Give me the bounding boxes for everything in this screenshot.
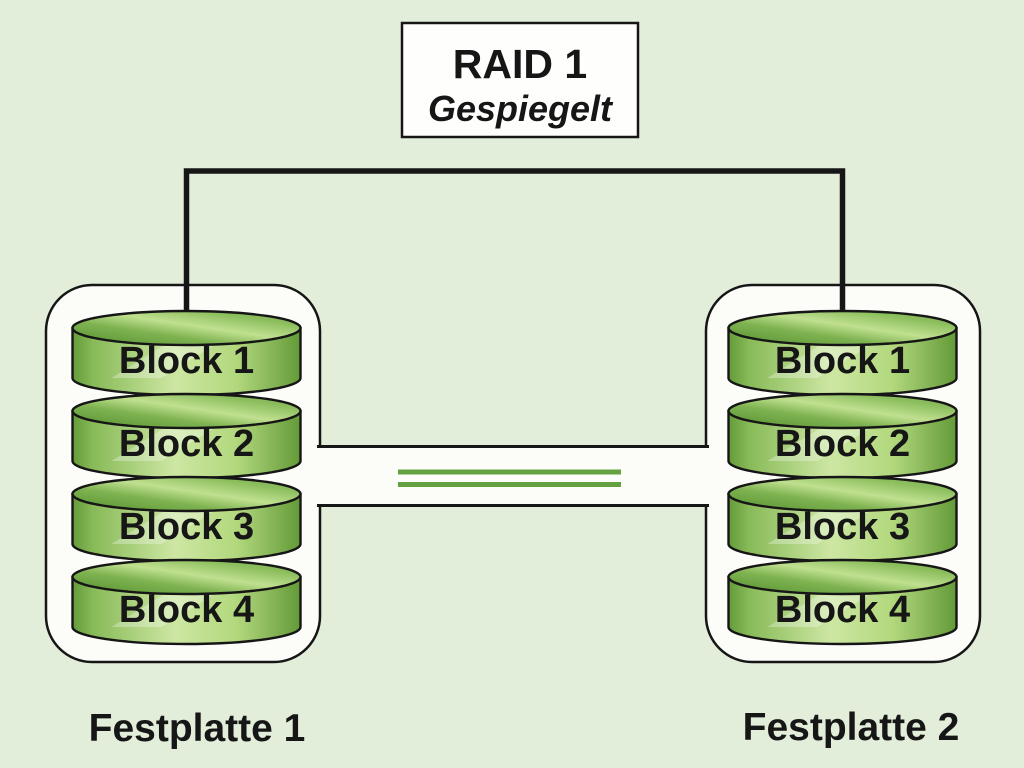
- mirror-connector-line: [183, 168, 846, 335]
- drive2-block2-label: Block 2: [775, 423, 910, 465]
- mirror-equals-icon: [398, 469, 621, 487]
- drive1-block1-label: Block 1: [119, 340, 254, 382]
- drive1-block3-label: Block 3: [119, 506, 254, 548]
- raid-subtitle: Gespiegelt: [428, 88, 614, 129]
- drive1-block4-label: Block 4: [119, 589, 254, 631]
- drive1-label: Festplatte 1: [89, 707, 306, 750]
- drive2-block3-label: Block 3: [775, 506, 910, 548]
- raid-title: RAID 1: [453, 41, 587, 87]
- drive2-block4-label: Block 4: [775, 589, 910, 631]
- mirror-corridor: [317, 445, 709, 507]
- raid-title-box: [400, 21, 640, 139]
- drive1-block2-label: Block 2: [119, 423, 254, 465]
- drive2-block1-label: Block 1: [775, 340, 910, 382]
- drive2-label: Festplatte 2: [743, 706, 960, 749]
